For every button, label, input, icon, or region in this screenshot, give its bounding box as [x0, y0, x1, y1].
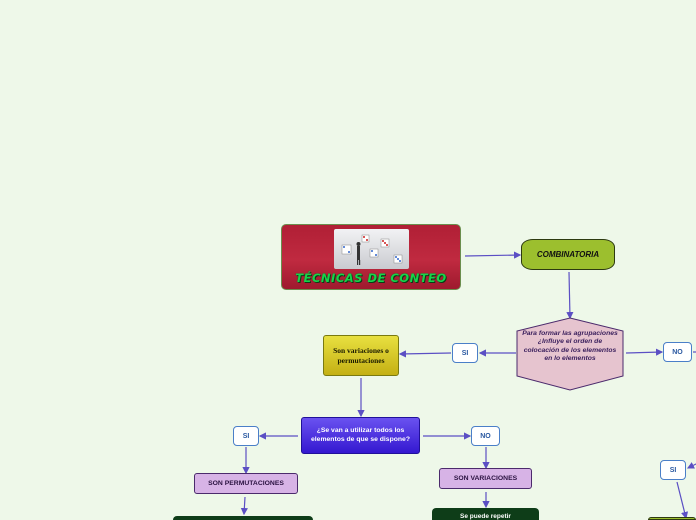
connector-si-yellow [400, 353, 451, 354]
dice-image [334, 229, 409, 269]
connector-root-combinatoria [465, 255, 520, 256]
connector-question-no [626, 352, 662, 353]
answer-si-left[interactable]: SI [452, 343, 478, 363]
son-variaciones-node[interactable]: SON VARIACIONES [439, 468, 532, 489]
variaciones-o-permutaciones-node[interactable]: Son variaciones o permutaciones [323, 335, 399, 376]
son-permutaciones-node[interactable]: SON PERMUTACIONES [194, 473, 298, 494]
connector-permutaciones-down [244, 497, 245, 514]
permutaciones-child-node[interactable] [173, 516, 313, 520]
answer-si-lower[interactable]: SI [233, 426, 259, 446]
root-title: TÉCNICAS DE CONTEO [281, 271, 461, 285]
question1-text: Para formar las agrupaciones ¿Influye el… [521, 330, 619, 364]
answer-no-lower[interactable]: NO [471, 426, 500, 446]
answer-si-far[interactable]: SI [660, 460, 686, 480]
combinatoria-node[interactable]: COMBINATORIA [521, 239, 615, 270]
connector-si-down [677, 482, 686, 518]
connector-combinatoria-question [569, 272, 570, 318]
se-puede-repetir-node[interactable]: Se puede repetir [432, 508, 539, 520]
connector-offscreen-si [688, 462, 696, 468]
answer-no-right[interactable]: NO [663, 342, 692, 362]
question2-node[interactable]: ¿Se van a utilizar todos los elementos d… [301, 417, 420, 454]
